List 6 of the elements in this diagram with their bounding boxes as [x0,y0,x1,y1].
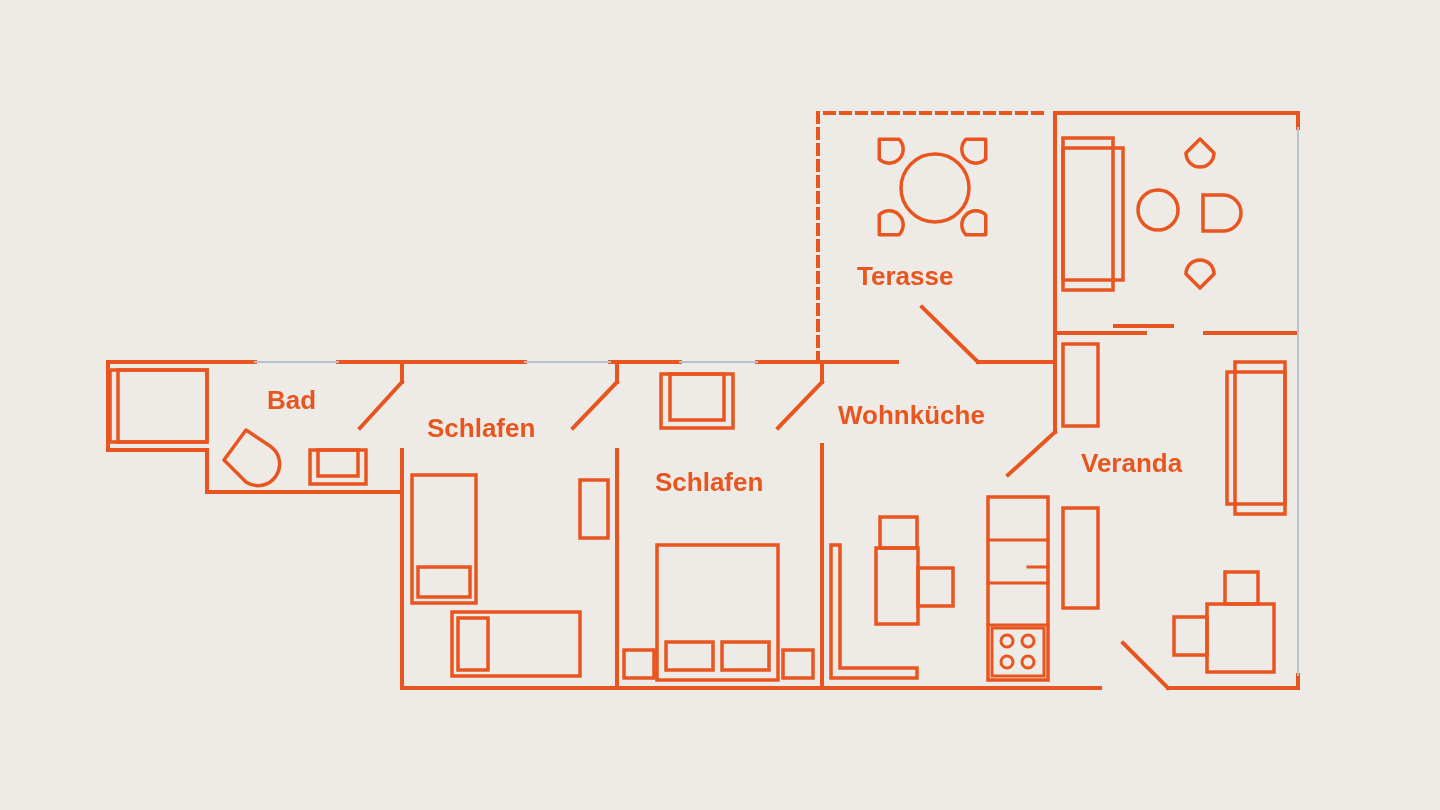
room-label: Veranda [1081,450,1183,476]
room-label: Terasse [857,263,954,289]
room-label: Schlafen [427,415,536,441]
room-label: Wohnküche [838,402,985,428]
room-label: Bad [267,387,317,413]
room-label: Schlafen [655,469,764,495]
